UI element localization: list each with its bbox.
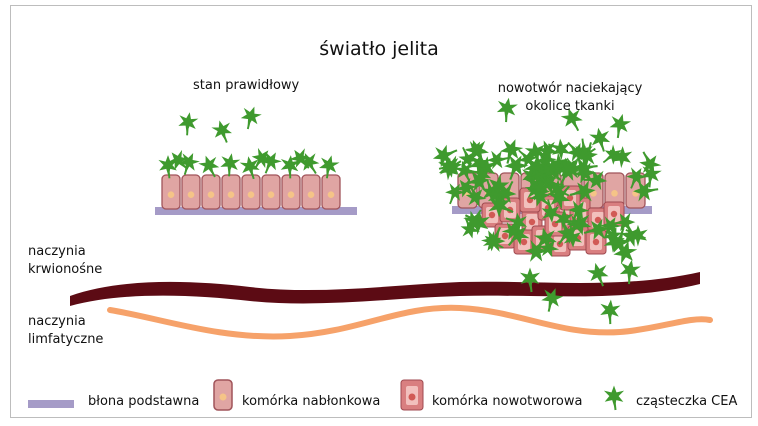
lymph-label-line2: limfatyczne	[28, 331, 103, 349]
blood-label-line2: krwionośne	[28, 261, 102, 279]
legend-membrane-label: błona podstawna	[88, 394, 199, 409]
normal-epithelial-cell	[202, 175, 220, 209]
tumor-label-line1: nowotwór naciekający	[445, 80, 695, 98]
cea-molecule	[608, 113, 630, 140]
lymph-vessel	[110, 308, 710, 337]
normal-cea-molecules	[160, 105, 339, 180]
cea-molecule	[220, 153, 240, 177]
normal-epithelial-cell	[322, 175, 340, 209]
normal-epithelial-cell	[262, 175, 280, 209]
normal-epithelial-cell	[242, 175, 260, 209]
normal-epithelial-cell	[282, 175, 300, 209]
normal-epithelial-cell	[162, 175, 180, 209]
cea-molecule	[178, 112, 198, 136]
tumor-label-line2: okolice tkanki	[445, 98, 695, 116]
legend-cancer-label: komórka nowotworowa	[432, 394, 582, 409]
legend-cea-label: cząsteczka CEA	[636, 394, 737, 409]
lymph-vessel-label: naczynia limfatyczne	[28, 313, 103, 349]
legend-epithelial-label: komórka nabłonkowa	[242, 394, 380, 409]
blood-label-line1: naczynia	[28, 243, 102, 261]
cea-molecule	[600, 300, 619, 324]
normal-epithelial-cell	[182, 175, 200, 209]
normal-epithelial-cell	[222, 175, 240, 209]
legend-membrane-swatch	[28, 400, 74, 408]
normal-epithelial-cell	[302, 175, 320, 209]
normal-state-label: stan prawidłowy	[193, 78, 299, 93]
legend-epithelial-swatch	[214, 380, 232, 410]
lymph-label-line1: naczynia	[28, 313, 103, 331]
legend-cancer-swatch	[401, 380, 423, 410]
legend-cea-swatch	[606, 387, 623, 410]
cea-molecule	[212, 120, 233, 145]
normal-epithelium	[162, 175, 340, 209]
blood-vessel-label: naczynia krwionośne	[28, 243, 102, 279]
blood-vessel	[70, 272, 700, 306]
tumor-label: nowotwór naciekający okolice tkanki	[445, 80, 695, 116]
diagram-title: światło jelita	[0, 38, 758, 60]
cea-molecule	[239, 105, 262, 131]
